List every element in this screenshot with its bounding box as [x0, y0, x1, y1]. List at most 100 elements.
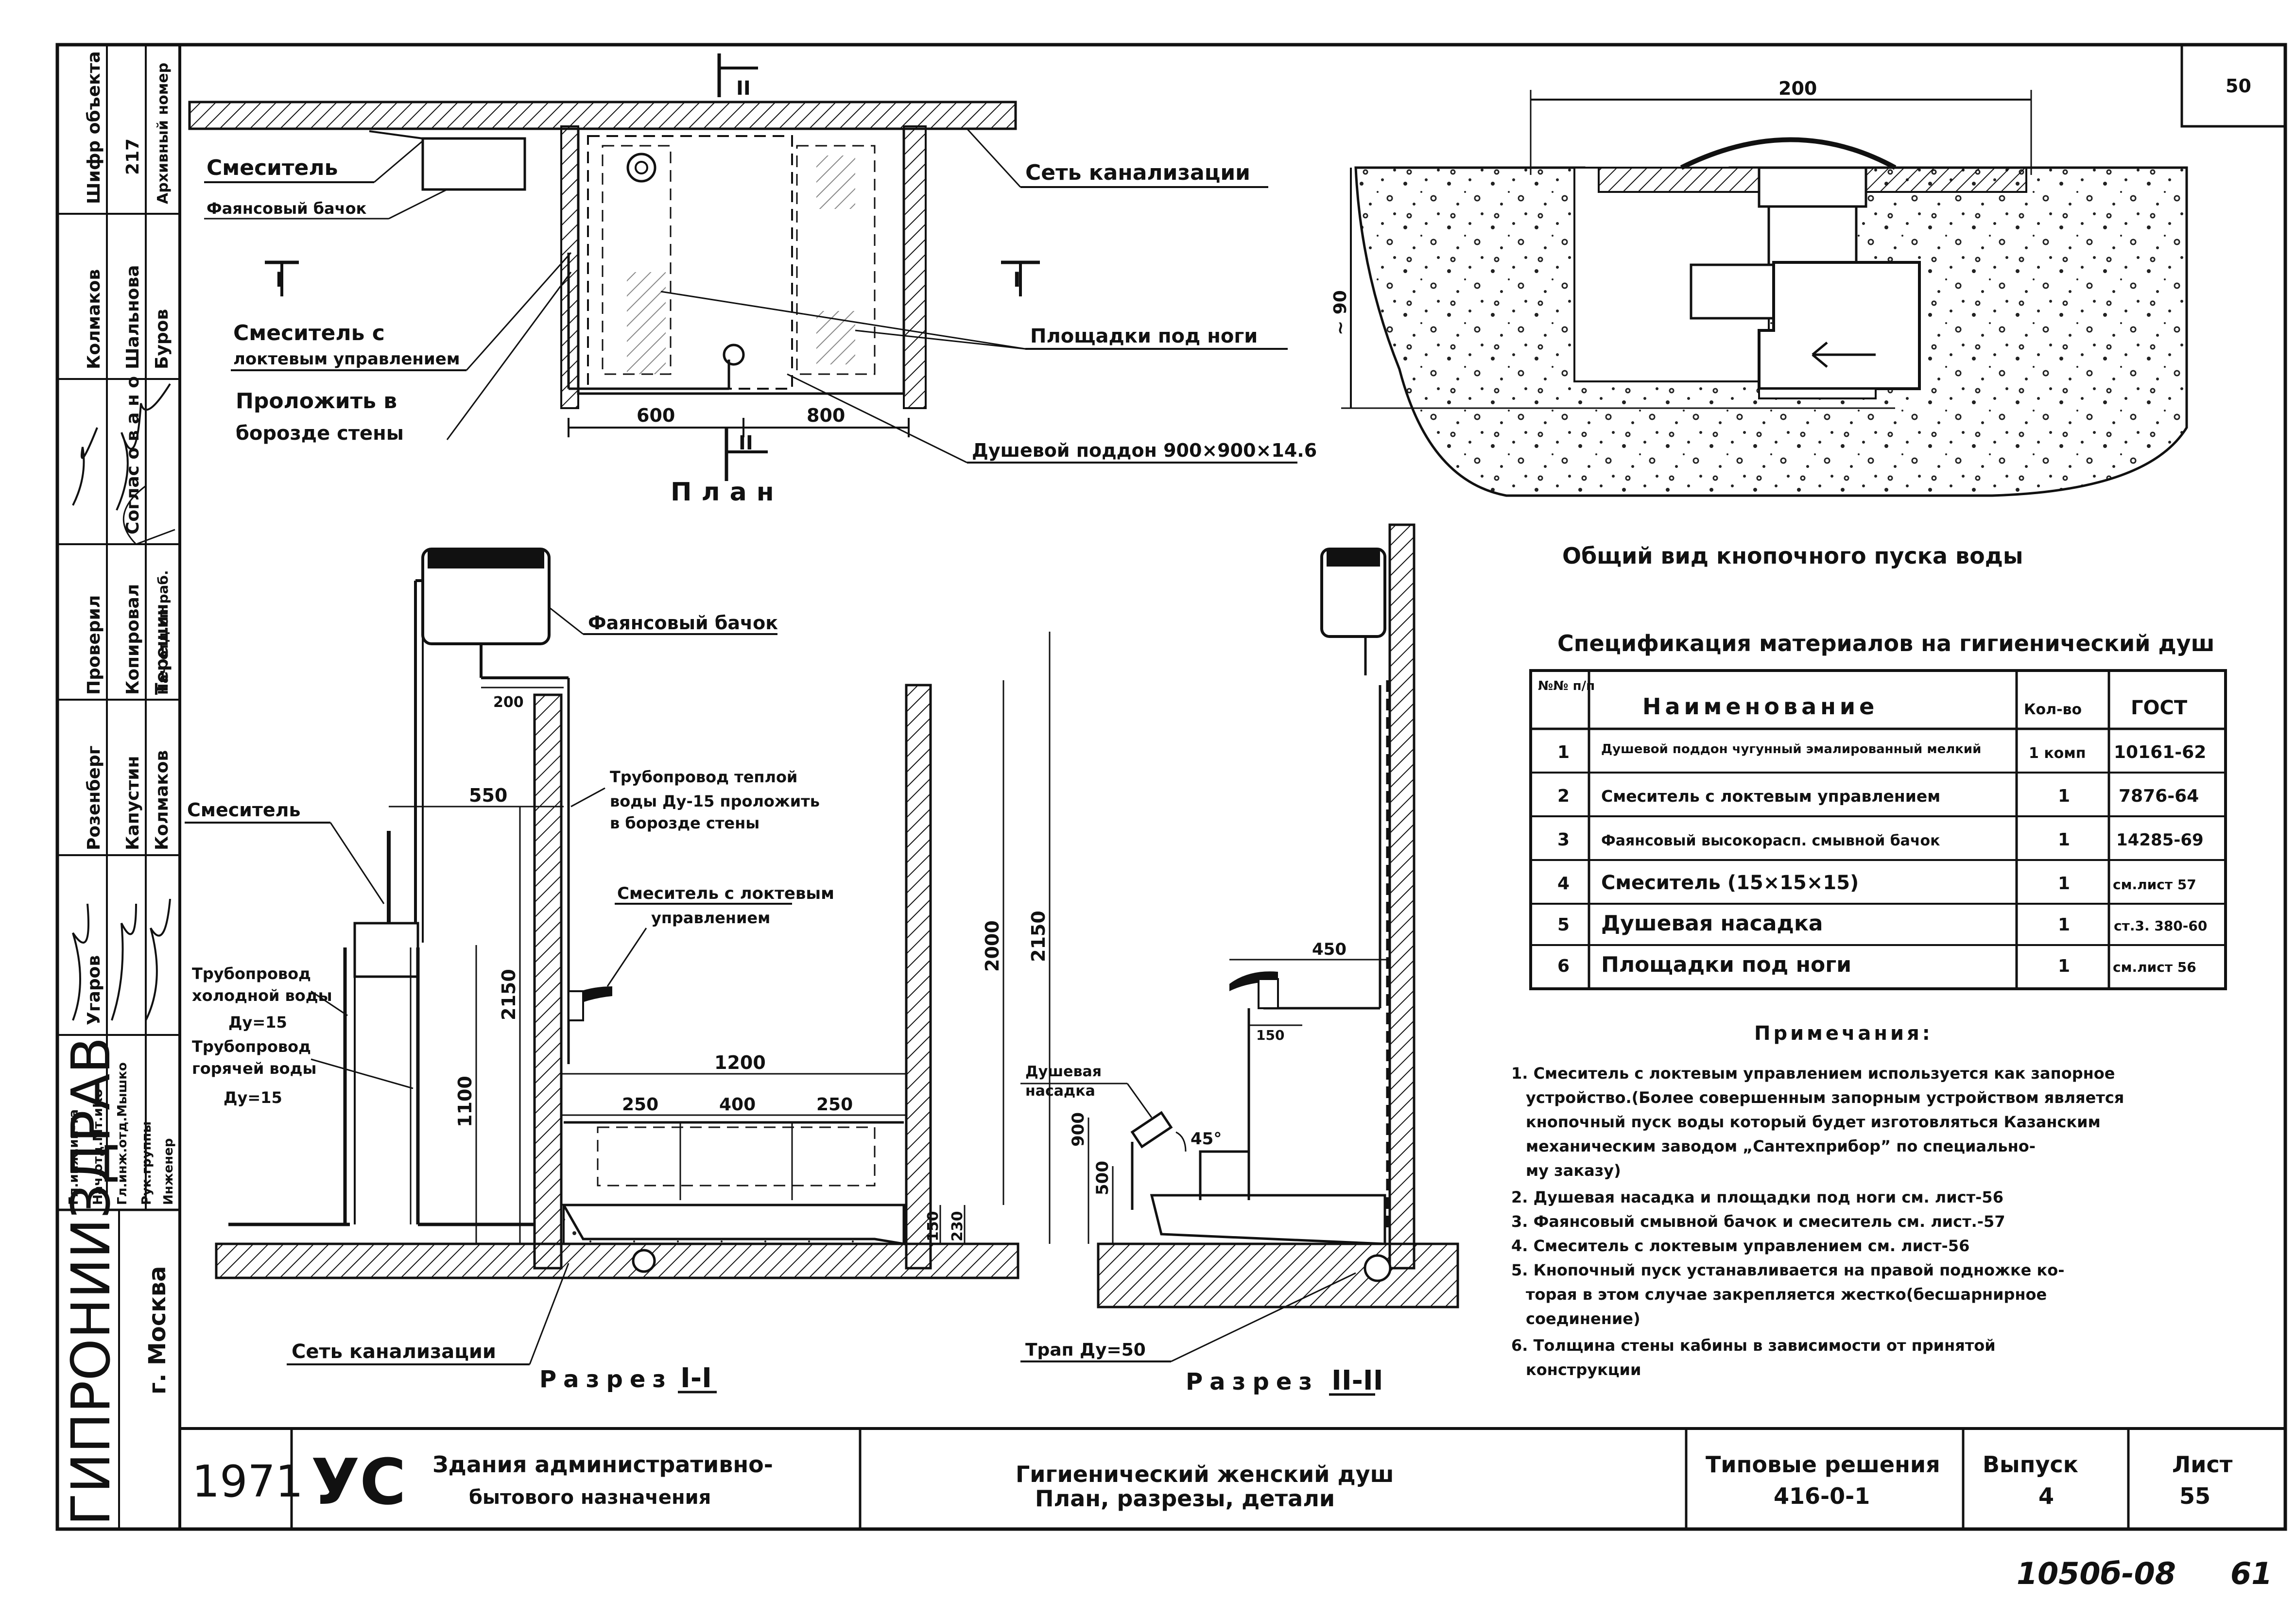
spec-header-no: №№ п/п	[1538, 679, 1595, 693]
tb-series-value: 416-0-1	[1774, 1483, 1870, 1509]
spec-row-1-gost: 10161-62	[2114, 742, 2206, 762]
title-block: 1971 УС Здания административно- бытового…	[180, 1427, 2285, 1529]
sec1-left-wall	[533, 693, 563, 1270]
plan-label-lay-1: Проложить в	[236, 389, 397, 413]
sec1-dim-200: 200	[493, 694, 524, 711]
sec1-dim-2150: 2150	[498, 969, 519, 1020]
footpad-right-bottom	[816, 311, 855, 364]
spec-row-6-qty: 1	[2058, 956, 2070, 976]
sec1-dim-550: 550	[469, 785, 507, 806]
signature-2	[116, 383, 171, 511]
spec-row-5-no: 5	[1557, 915, 1570, 935]
sec2-dim-900: 900	[1069, 1112, 1088, 1147]
plan-label-mixer-elbow-1: Смеситель с	[233, 321, 385, 345]
notes-line-4: механическим заводом „Сантехприбор” по с…	[1526, 1137, 2036, 1155]
signature-4	[111, 903, 137, 1021]
notes: Примечания: 1. Смеситель с локтевым упра…	[1511, 1022, 2124, 1379]
sheet-frame	[55, 43, 2287, 1531]
signature-3	[72, 903, 89, 1021]
plan-label-tray: Душевой поддон 900×900×14.6	[972, 440, 1317, 461]
notes-line-7: 3. Фаянсовый смывной бачок и смеситель с…	[1511, 1212, 2005, 1231]
spec-row-2-qty: 1	[2058, 786, 2070, 806]
tb-drawing-2: План, разрезы, детали	[1035, 1485, 1335, 1512]
tb-project-1: Здания административно-	[432, 1451, 773, 1478]
sec1-label-pipe-warm-1: Трубопровод теплой	[610, 768, 797, 786]
signature-6	[122, 485, 175, 545]
sec2-label-nozzle-2: насадка	[1025, 1083, 1095, 1100]
sec2-wall	[1388, 523, 1416, 1270]
sec1-label-elbow-1: Смеситель с локтевым	[617, 884, 834, 903]
position-4: Рук.группы	[139, 1121, 154, 1205]
sec1-floor	[215, 1242, 1019, 1279]
tb-logo: УС	[311, 1445, 406, 1519]
notes-line-2: устройство.(Более совершенным запорным у…	[1526, 1088, 2124, 1107]
stamp-row-1-name: Шальнова	[123, 265, 143, 369]
footpad-right-top	[816, 155, 855, 209]
position-1: Гл.инж.ин-та	[67, 1109, 81, 1205]
sec1-dim-1200: 1200	[714, 1052, 766, 1073]
sec2-dim-2150: 2150	[1028, 911, 1049, 962]
side-stamp: Шифр объекта 217 Архивный номер Колмаков…	[57, 45, 180, 1529]
spec-table: Спецификация материалов на гигиенический…	[1529, 630, 2227, 990]
stamp-row-4-name: Копировал	[123, 584, 143, 695]
sec2-dim-150: 150	[1256, 1027, 1284, 1043]
section-1: 200 550 2150 1100 1200 250 400 250 150 2…	[185, 548, 1019, 1394]
sec2-angle: 45°	[1191, 1129, 1222, 1149]
plan-label-footpads: Площадки под ноги	[1030, 325, 1258, 347]
stamp-row-2-name: Буров	[152, 309, 172, 369]
footpad-left	[627, 272, 666, 374]
spec-row-4-gost: см.лист 57	[2113, 877, 2196, 893]
plan-cut-1-left: I	[276, 268, 283, 292]
notes-line-11: соединение)	[1526, 1309, 1640, 1328]
sec1-dim-150: 150	[925, 1211, 942, 1241]
tb-project-2: бытового назначения	[469, 1486, 711, 1509]
spec-row-3-qty: 1	[2058, 830, 2070, 850]
sec2-label-nozzle-1: Душевая	[1025, 1063, 1102, 1080]
sec1-label-pipe-warm-2: воды Ду-15 проложить	[610, 792, 820, 810]
sec1-label-sewer: Сеть канализации	[292, 1341, 496, 1363]
cipher-label: Шифр объекта	[84, 51, 104, 204]
notes-line-5: му заказу)	[1526, 1161, 1621, 1180]
sec2-floor	[1097, 1242, 1459, 1308]
notes-line-1: 1. Смеситель с локтевым управлением испо…	[1511, 1064, 2115, 1083]
button-valve-detail: 200 ~ 90 Общий вид кнопочного пуска воды	[1330, 78, 2188, 569]
plan-view: II II I I 600 800 Смеситель Фаянсовый ба…	[188, 53, 1317, 507]
notes-line-9: 5. Кнопочный пуск устанавливается на пра…	[1511, 1261, 2064, 1279]
notes-line-6: 2. Душевая насадка и площадки под ноги с…	[1511, 1188, 2003, 1206]
spec-row-1-name: Душевой поддон чугунный эмалированный ме…	[1601, 742, 1981, 757]
sec2-title: Разрез	[1186, 1368, 1319, 1395]
tb-sheet-label: Лист	[2172, 1451, 2233, 1478]
plan-label-tank: Фаянсовый бачок	[207, 199, 367, 218]
spec-row-3-no: 3	[1557, 830, 1570, 850]
spec-row-2-no: 2	[1557, 786, 1570, 806]
stamp-row-5-role: Розенберг	[84, 746, 104, 850]
sec1-title: Разрез	[539, 1366, 673, 1393]
plan-tank	[421, 137, 526, 191]
plan-dim-600: 600	[637, 405, 675, 426]
spec-header-gost: ГОСТ	[2131, 697, 2188, 719]
spec-row-5-qty: 1	[2058, 915, 2070, 935]
tb-issue-label: Выпуск	[1983, 1451, 2078, 1478]
stamp-row-3-name: Нач.отд.сп.раб.	[155, 570, 171, 695]
sec1-label-hot-3: Ду=15	[224, 1088, 282, 1107]
position-2: Нач.отд.Мт.иКо	[91, 1089, 105, 1205]
sec1-label-cold-3: Ду=15	[228, 1013, 287, 1032]
sec1-dim-400: 400	[719, 1095, 756, 1115]
stamp-row-3-role: Соглас о в а н о	[123, 376, 143, 534]
position-5: Инженер	[161, 1138, 176, 1205]
notes-line-13: конструкции	[1526, 1360, 1641, 1379]
plan-label-mixer-elbow-2: локтевым управлением	[233, 349, 460, 369]
org-name: ГИПРОНИИЗДРАВ	[60, 1037, 122, 1526]
spec-row-6-name: Площадки под ноги	[1601, 952, 1851, 977]
stamp-row-4-role: Проверил	[84, 595, 104, 695]
archive-label: Архивный номер	[155, 63, 172, 204]
sec2-roman: II-II	[1331, 1365, 1383, 1396]
spec-header-qty: Кол-во	[2024, 701, 2082, 718]
footer-page: 61	[2230, 1556, 2272, 1591]
plan-label-lay-2: борозде стены	[236, 422, 404, 445]
notes-line-3: кнопочный пуск воды который будет изгото…	[1526, 1113, 2101, 1131]
detail-dim-200: 200	[1778, 78, 1817, 99]
sec1-dim-2000: 2000	[982, 920, 1003, 972]
stamp-row-7-role: Терешин	[152, 604, 172, 695]
spec-row-1-qty: 1 комп	[2029, 745, 2086, 762]
